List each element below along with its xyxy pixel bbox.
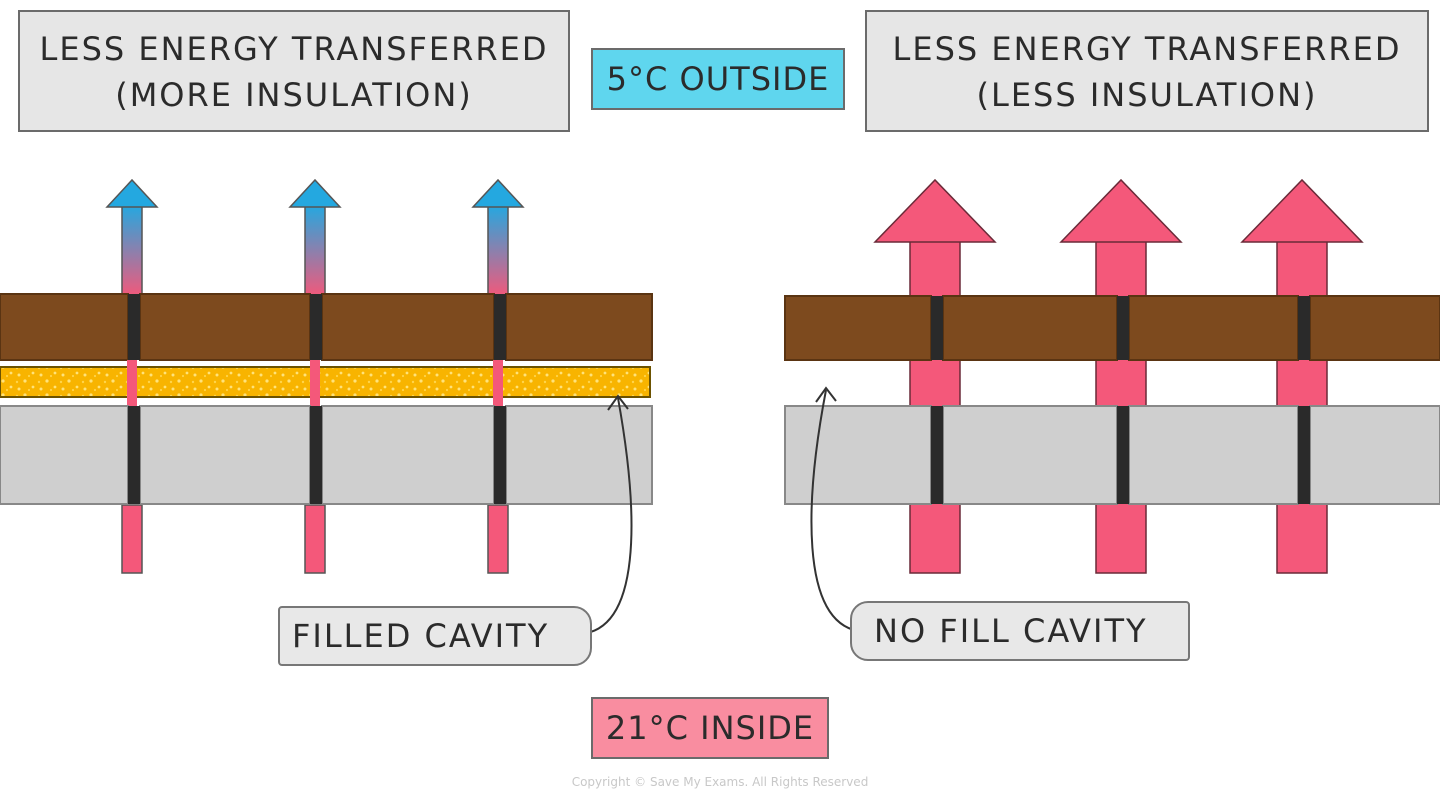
left-wall xyxy=(0,178,653,638)
arrow-up-icon xyxy=(1240,178,1364,574)
left-title-line2: (MORE INSULATION) xyxy=(115,76,473,114)
arrow-up-icon xyxy=(873,178,997,574)
left-title-line1: LESS ENERGY TRANSFERRED xyxy=(39,30,549,68)
right-arrows xyxy=(873,178,1364,574)
insulation-layer xyxy=(0,366,651,398)
outside-temperature-label: 5°C OUTSIDE xyxy=(591,48,845,110)
arrow-up-icon xyxy=(1059,178,1183,574)
right-title-line1: LESS ENERGY TRANSFERRED xyxy=(892,30,1402,68)
right-block-layer xyxy=(784,405,1440,505)
left-block-layer xyxy=(0,405,653,505)
right-wall xyxy=(784,178,1440,635)
right-result-box: LESS ENERGY TRANSFERRED (LESS INSULATION… xyxy=(865,10,1429,132)
left-result-box: LESS ENERGY TRANSFERRED (MORE INSULATION… xyxy=(18,10,570,132)
no-fill-cavity-tag: NO FILL CAVITY xyxy=(850,601,1190,661)
left-brick-layer xyxy=(0,293,653,361)
arrow-up-icon xyxy=(105,178,159,574)
right-title-line2: (LESS INSULATION) xyxy=(976,76,1318,114)
right-brick-layer xyxy=(784,295,1440,361)
copyright-notice: Copyright © Save My Exams. All Rights Re… xyxy=(571,775,869,789)
inside-temperature-label: 21°C INSIDE xyxy=(591,697,829,759)
filled-cavity-tag: FILLED CAVITY xyxy=(278,606,592,666)
